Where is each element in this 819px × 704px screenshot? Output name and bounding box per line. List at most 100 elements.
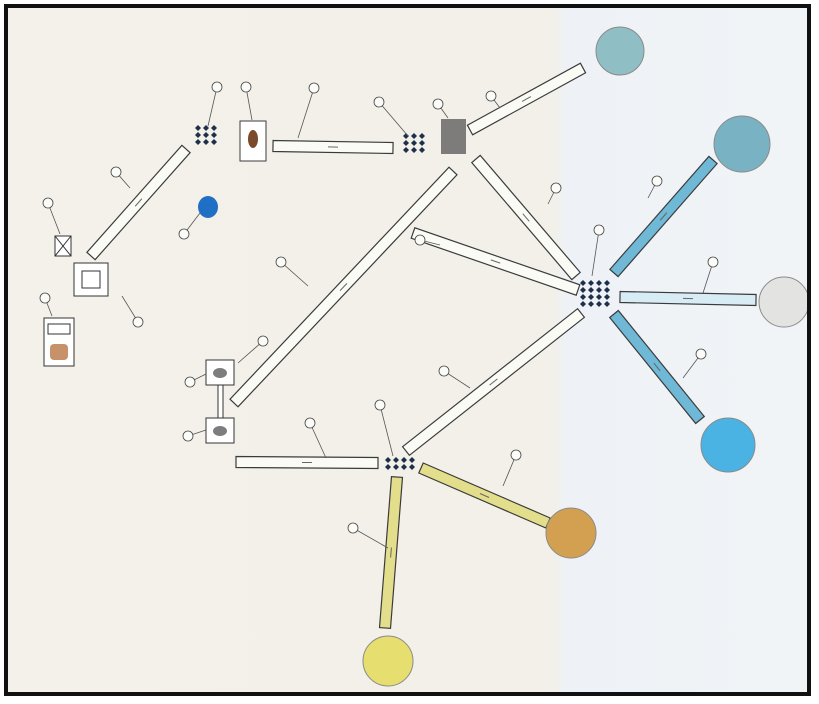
callout-22 <box>651 175 663 187</box>
valve-cluster-icon <box>195 125 201 131</box>
callout-18 <box>304 417 316 429</box>
callout-19-leader <box>379 404 394 457</box>
valve-cluster-icon <box>211 132 217 138</box>
valve-cluster-icon <box>604 294 610 300</box>
valve-cluster-icon <box>588 301 594 307</box>
callout-25-leader <box>502 454 517 487</box>
valve-cluster-icon <box>588 287 594 293</box>
blue-marker-dot <box>198 196 218 218</box>
piping-diagram <box>39 26 807 687</box>
valve-cluster-icon <box>588 280 594 286</box>
callout-23 <box>707 256 719 268</box>
callout-25 <box>510 449 522 461</box>
pipe-to-yellow-tank-flow-mark <box>390 547 392 558</box>
pipe-left-diagonal-flow-mark <box>134 198 143 207</box>
callout-26-leader <box>352 527 389 549</box>
pump-connector <box>217 384 224 419</box>
pipe-to-orange-tank-flow-mark <box>479 493 490 498</box>
callout-2-leader <box>245 86 253 121</box>
callout-14-leader <box>280 261 309 287</box>
callout-11-leader <box>47 202 61 235</box>
valve-cluster-icon <box>588 294 594 300</box>
callout-8 <box>414 234 426 246</box>
callout-4-leader <box>378 101 409 137</box>
valve-cluster-bottom <box>385 457 415 470</box>
pipe-to-blue-tank-flow-mark <box>653 362 661 372</box>
valve-cluster-icon <box>580 301 586 307</box>
valve-cluster-icon <box>203 139 209 145</box>
valve-cluster-icon <box>604 287 610 293</box>
valve-cluster-icon <box>211 125 217 131</box>
tank-teal-right <box>713 115 771 173</box>
callout-24 <box>695 348 707 360</box>
pump-icon <box>213 426 227 436</box>
callout-21 <box>593 224 605 236</box>
pump-icon <box>248 130 258 148</box>
tank-teal-top <box>595 26 645 76</box>
callout-2 <box>240 81 252 93</box>
valve-cluster-icon <box>195 132 201 138</box>
callout-23-leader <box>702 261 714 294</box>
callout-15 <box>257 335 269 347</box>
pipe-hatch-to-hub-flow-mark <box>522 213 530 222</box>
valve-cluster-icon <box>195 139 201 145</box>
valve-cluster-icon <box>393 464 399 470</box>
valve-cluster-icon <box>409 457 415 463</box>
x-box-cross-b <box>54 235 72 257</box>
callout-20 <box>438 365 450 377</box>
tank-yellow <box>362 635 414 687</box>
callout-1 <box>211 81 223 93</box>
tank-grey <box>758 276 807 328</box>
callout-17 <box>182 430 194 442</box>
valve-cluster-icon <box>401 464 407 470</box>
valve-cluster-icon <box>403 140 409 146</box>
callout-3-leader <box>297 87 315 139</box>
valve-cluster-icon <box>401 457 407 463</box>
valve-cluster-icon <box>211 139 217 145</box>
callout-4 <box>373 96 385 108</box>
pipe-long-diagonal-flow-mark <box>339 283 348 291</box>
valve-cluster-icon <box>411 133 417 139</box>
pipe-to-teal-tank-flow-mark <box>659 212 668 221</box>
callout-6 <box>485 90 497 102</box>
callout-10 <box>178 228 190 240</box>
control-box-display <box>47 323 71 335</box>
callout-15-leader <box>237 340 264 364</box>
valve-cluster-top-left <box>195 125 217 145</box>
valve-cluster-icon <box>411 140 417 146</box>
valve-cluster-icon <box>580 294 586 300</box>
valve-cluster-icon <box>604 280 610 286</box>
callout-12 <box>39 292 51 304</box>
valve-cluster-icon <box>596 280 602 286</box>
tank-blue <box>700 417 756 473</box>
valve-cluster-icon <box>580 280 586 286</box>
valve-cluster-icon <box>393 457 399 463</box>
valve-cluster-icon <box>419 140 425 146</box>
callout-26 <box>347 522 359 534</box>
valve-cluster-icon <box>203 132 209 138</box>
pipe-to-top-tank-flow-mark <box>521 96 532 102</box>
valve-cluster-icon <box>409 464 415 470</box>
valve-cluster-icon <box>403 147 409 153</box>
valve-cluster-icon <box>203 125 209 131</box>
callout-3 <box>308 82 320 94</box>
callout-21-leader <box>591 229 600 277</box>
pump-icon <box>213 368 227 378</box>
callout-18-leader <box>309 422 327 459</box>
valve-cluster-icon <box>596 287 602 293</box>
valve-cluster-top-mid <box>403 133 425 153</box>
control-box-panel <box>50 344 68 360</box>
valve-cluster-icon <box>403 133 409 139</box>
callout-1-leader <box>207 86 218 127</box>
valve-cluster-icon <box>580 287 586 293</box>
frame-square-inner <box>81 270 101 289</box>
valve-cluster-icon <box>596 301 602 307</box>
callout-5 <box>432 98 444 110</box>
pipe-a-to-hub-flow-mark <box>490 259 501 264</box>
valve-cluster-icon <box>411 147 417 153</box>
valve-cluster-icon <box>596 294 602 300</box>
hatched-block-icon <box>441 119 466 154</box>
callout-11 <box>42 197 54 209</box>
valve-cluster-icon <box>604 301 610 307</box>
valve-cluster-icon <box>385 457 391 463</box>
